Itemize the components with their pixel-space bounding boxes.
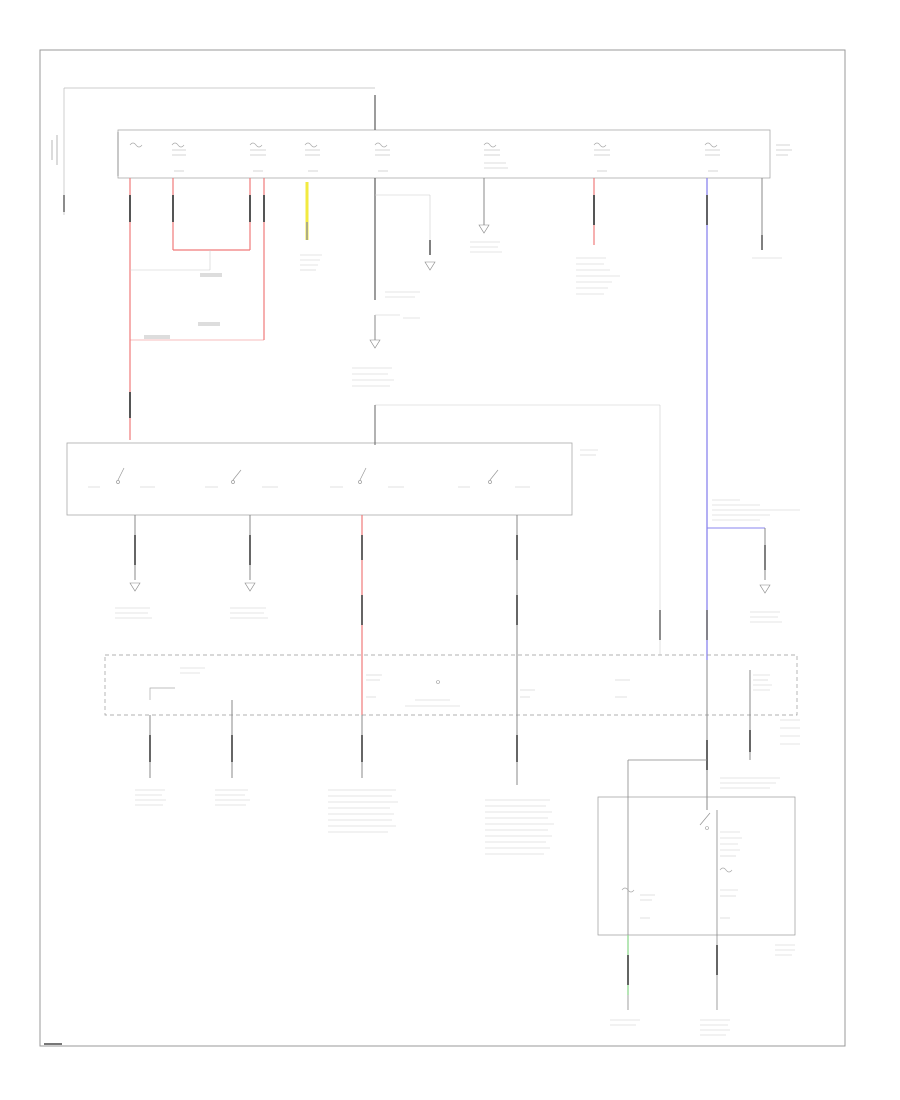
ignition-switch <box>66 442 598 516</box>
top-left-feed <box>51 87 375 215</box>
junction-outputs <box>149 660 751 810</box>
fuse-box <box>117 129 792 179</box>
red-wire-group <box>129 178 265 440</box>
fuse-labels <box>172 144 792 172</box>
junction-box <box>104 654 798 716</box>
diagram-frame <box>39 49 846 1047</box>
relay-box <box>597 759 796 1010</box>
top-center-feed <box>374 95 436 300</box>
ignition-outputs <box>129 515 518 715</box>
